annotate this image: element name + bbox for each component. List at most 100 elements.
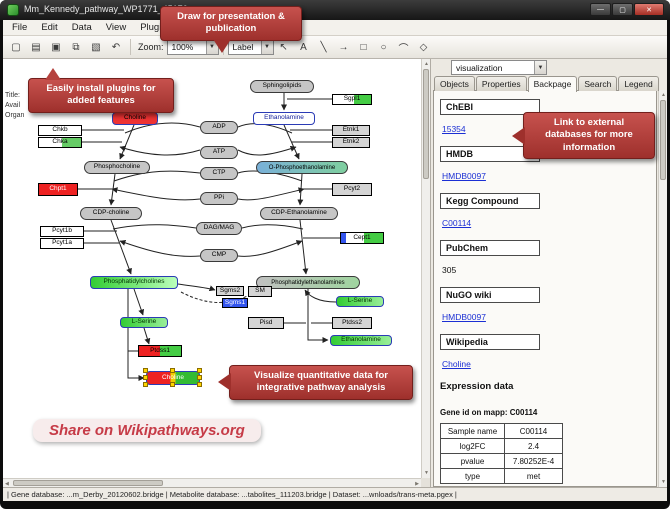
pathway-node-cept1[interactable]: Cept1 — [340, 232, 384, 244]
pathway-node-sphingolipids[interactable]: Sphingolipids — [250, 80, 314, 93]
panel-scrollbar[interactable]: ▲ ▼ — [658, 90, 667, 487]
pathway-node-chpt1[interactable]: Chpt1 — [38, 183, 78, 196]
tab-objects[interactable]: Objects — [434, 76, 475, 91]
pathway-node-phosphocholine[interactable]: Phosphocholine — [84, 161, 150, 174]
backpage-link[interactable]: Choline — [442, 359, 471, 369]
pathway-organism-label: Organ — [5, 112, 25, 119]
selection-handle[interactable] — [143, 368, 148, 373]
arc-tool-icon[interactable]: ⌒ — [398, 43, 409, 55]
selection-handle[interactable] — [143, 375, 148, 380]
maximize-button[interactable]: ▢ — [612, 3, 633, 16]
callout-plugins: Easily install plugins for added feature… — [28, 68, 174, 113]
tab-properties[interactable]: Properties — [475, 76, 527, 91]
backpage-link[interactable]: HMDB0097 — [442, 171, 486, 181]
pathway-node-l-serine[interactable]: L-Serine — [336, 296, 384, 307]
pathway-node-ptdss1[interactable]: Ptdss1 — [138, 345, 182, 357]
menu-plugins[interactable]: Plugins — [140, 22, 172, 33]
pathway-node-pisd[interactable]: Pisd — [248, 317, 284, 329]
scrollbar-thumb[interactable] — [13, 480, 163, 486]
menu-file[interactable]: File — [12, 22, 28, 33]
callout-visualize: Visualize quantitative data for integrat… — [218, 365, 413, 400]
callout-draw: Draw for presentation & publication — [160, 6, 302, 53]
tab-search[interactable]: Search — [578, 76, 618, 91]
select-tool-icon[interactable]: ↖ — [279, 41, 288, 53]
close-button[interactable]: ✕ — [634, 3, 664, 16]
pathway-node-phosphatidylcholines[interactable]: Phosphatidylcholines — [90, 276, 178, 289]
rect-tool-icon[interactable]: □ — [360, 41, 367, 53]
paste-icon[interactable]: ▧ — [91, 41, 101, 53]
pathway-node-pcyt1a[interactable]: Pcyt1a — [40, 238, 84, 249]
selection-handle[interactable] — [197, 368, 202, 373]
label-tool-icon[interactable]: A — [300, 41, 307, 53]
pathway-node-chka[interactable]: Chka — [38, 137, 82, 148]
selection-handle[interactable] — [170, 382, 175, 387]
save-icon[interactable]: ▣ — [51, 41, 61, 53]
canvas-vertical-scrollbar[interactable]: ▲ ▼ — [421, 59, 430, 478]
pathway-node-etnk1[interactable]: Etnk1 — [332, 125, 370, 136]
scroll-up-icon[interactable]: ▲ — [424, 61, 429, 67]
pathway-node-ppi[interactable]: PPi — [200, 192, 238, 205]
pathway-node-l-serine[interactable]: L-Serine — [120, 317, 168, 328]
visualization-combobox[interactable]: visualization ▼ — [451, 60, 547, 75]
minimize-button[interactable]: — — [590, 3, 611, 16]
pathway-node-ptdss2[interactable]: Ptdss2 — [332, 317, 372, 329]
copy-icon[interactable]: ⧉ — [72, 41, 80, 53]
pathway-node-cdp-choline[interactable]: CDP-choline — [80, 207, 142, 220]
callout-visualize-arrow — [218, 373, 231, 392]
scroll-right-icon[interactable]: ▶ — [415, 481, 419, 487]
pathway-node-pcyt2[interactable]: Pcyt2 — [332, 183, 372, 196]
pathway-node-choline[interactable]: Choline — [112, 112, 158, 125]
pathway-node-pcyt1b[interactable]: Pcyt1b — [40, 226, 84, 237]
pathway-canvas[interactable]: Title: Avail Organ — [3, 59, 421, 478]
open-file-icon[interactable]: ▤ — [31, 41, 41, 53]
pathway-node-ethanolamine[interactable]: Ethanolamine — [253, 112, 315, 125]
pathway-node-ethanolamine[interactable]: Ethanolamine — [330, 335, 392, 346]
selection-handle[interactable] — [197, 375, 202, 380]
scrollbar-thumb[interactable] — [660, 100, 666, 180]
backpage-link[interactable]: HMDB0097 — [442, 312, 486, 322]
menu-view[interactable]: View — [105, 22, 127, 33]
pathway-node-cmp[interactable]: CMP — [200, 249, 238, 262]
selection-handle[interactable] — [143, 382, 148, 387]
menu-data[interactable]: Data — [71, 22, 92, 33]
tab-backpage[interactable]: Backpage — [527, 76, 578, 92]
pathway-node-ctp[interactable]: CTP — [200, 167, 238, 180]
menu-edit[interactable]: Edit — [41, 22, 58, 33]
pathway-node-sm[interactable]: SM — [248, 286, 272, 297]
polygon-tool-icon[interactable]: ◇ — [419, 41, 428, 53]
label-template-combobox[interactable]: Label ▼ — [227, 39, 274, 55]
backpage-link[interactable]: C00114 — [442, 218, 472, 228]
tab-legend[interactable]: Legend — [618, 76, 659, 91]
backpage-link[interactable]: 15354 — [442, 124, 466, 134]
pathway-node-dag-mag[interactable]: DAG/MAG — [196, 222, 242, 235]
undo-icon[interactable]: ↶ — [111, 41, 121, 53]
arrow-tool-icon[interactable]: → — [338, 41, 349, 53]
pathway-node-phosphatidylethanolamines[interactable]: Phosphatidylethanolamines — [256, 276, 360, 289]
selection-handle[interactable] — [197, 382, 202, 387]
selection-handle[interactable] — [170, 368, 175, 373]
scrollbar-thumb[interactable] — [423, 69, 429, 179]
pathway-node-sgms2[interactable]: Sgms2 — [216, 286, 244, 296]
line-tool-icon[interactable]: ╲ — [320, 41, 327, 53]
oval-tool-icon[interactable]: ○ — [380, 41, 387, 53]
scroll-down-icon[interactable]: ▼ — [424, 470, 429, 476]
expression-table-cell: log2FC — [440, 438, 505, 454]
zoom-combobox[interactable]: 100% ▼ — [166, 39, 219, 55]
canvas-horizontal-scrollbar[interactable]: ◀ ▶ — [3, 478, 421, 487]
callout-link-arrow — [512, 126, 525, 145]
scroll-down-icon[interactable]: ▼ — [661, 479, 666, 485]
scroll-left-icon[interactable]: ◀ — [5, 481, 9, 487]
pathway-node-cdp-ethanolamine[interactable]: CDP-Ethanolamine — [260, 207, 338, 220]
new-file-icon[interactable]: ▢ — [11, 41, 21, 53]
pathway-node-atp[interactable]: ATP — [200, 146, 238, 159]
pathway-node-sgpl1[interactable]: Sgpl1 — [332, 94, 372, 105]
pathway-node-adp[interactable]: ADP — [200, 121, 238, 134]
scroll-up-icon[interactable]: ▲ — [661, 92, 666, 98]
pathway-node-etnk2[interactable]: Etnk2 — [332, 137, 370, 148]
pathway-node-sgms1[interactable]: Sgms1 — [222, 298, 248, 308]
pathway-node-chkb[interactable]: Chkb — [38, 125, 82, 136]
pathway-node-o-phosphoethanolamine[interactable]: O-Phosphoethanolamine — [256, 161, 348, 174]
